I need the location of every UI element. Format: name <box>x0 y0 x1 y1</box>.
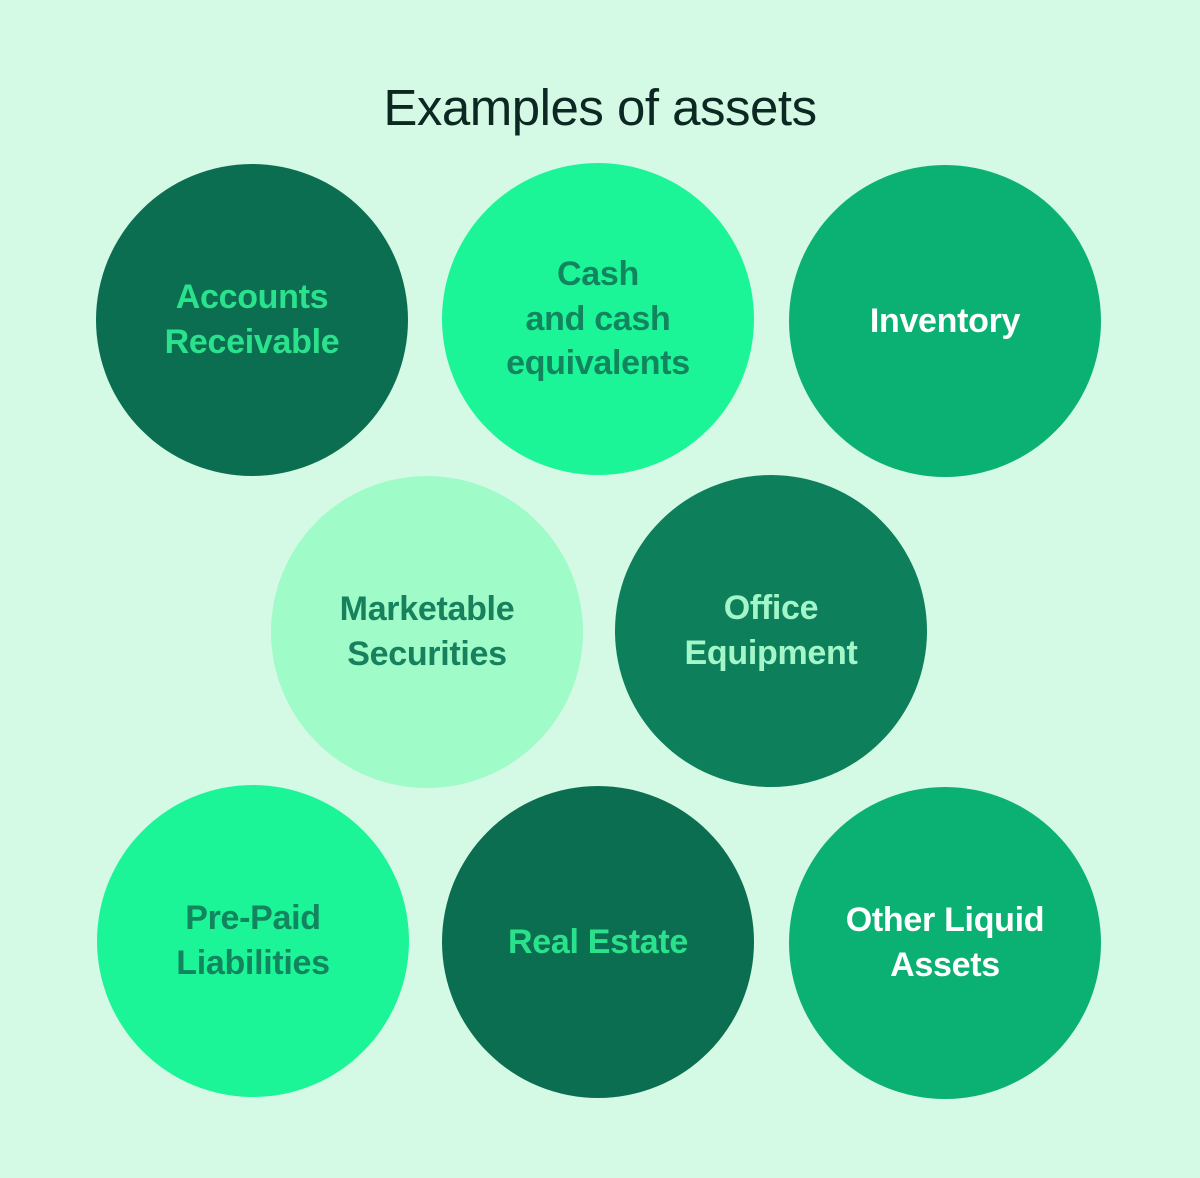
page-title: Examples of assets <box>383 79 817 137</box>
circle-office-equipment: Office Equipment <box>615 475 927 787</box>
circle-label-other-liquid-assets: Other Liquid Assets <box>845 901 1045 984</box>
circle-label-office-equipment: Office Equipment <box>684 589 858 672</box>
circle-real-estate: Real Estate <box>442 786 754 1098</box>
circle-label-real-estate: Real Estate <box>507 922 688 961</box>
circle-label-accounts-receivable: Accounts Receivable <box>164 278 340 361</box>
circle-label-marketable-securities: Marketable Securities <box>339 590 515 673</box>
circle-label-inventory: Inventory <box>869 301 1021 340</box>
circle-accounts-receivable: Accounts Receivable <box>96 164 408 476</box>
circle-pre-paid-liabilities: Pre-Paid Liabilities <box>97 785 409 1097</box>
circle-cash-and-cash-equivalents: Cash and cash equivalents <box>442 163 754 475</box>
circle-marketable-securities: Marketable Securities <box>271 476 583 788</box>
circle-other-liquid-assets: Other Liquid Assets <box>789 787 1101 1099</box>
circle-inventory: Inventory <box>789 165 1101 477</box>
circle-label-cash-and-cash-equivalents: Cash and cash equivalents <box>506 254 690 383</box>
circle-label-pre-paid-liabilities: Pre-Paid Liabilities <box>176 899 330 982</box>
